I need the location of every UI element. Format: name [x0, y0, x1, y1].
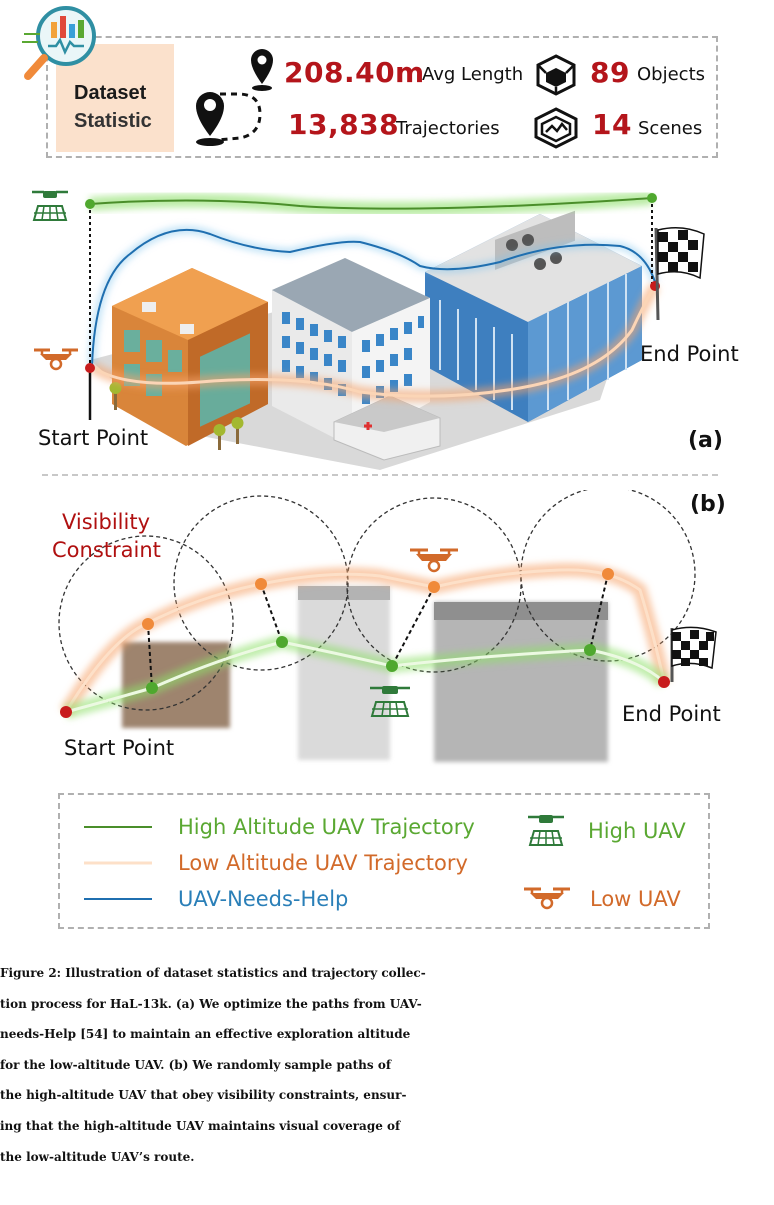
low-uav-drone-icon — [410, 548, 458, 573]
legend: High Altitude UAV Trajectory Low Altitud… — [58, 793, 710, 929]
visibility-label-line2: Constraint — [52, 538, 161, 562]
visibility-label-line1: Visibility — [62, 510, 151, 534]
dataset-statistic-card: Dataset Statistic 208.40m Avg Length 13,… — [46, 36, 718, 158]
objects-label: Objects — [637, 64, 706, 85]
caption-line: ing that the high-altitude UAV maintains… — [0, 1118, 401, 1133]
statistic-label-box: Dataset Statistic — [56, 44, 174, 152]
objects-value: 89 — [590, 56, 630, 89]
panel-a-letter: (a) — [688, 428, 723, 453]
legend-needs-help: UAV-Needs-Help — [178, 887, 349, 911]
figure-caption: Figure 2: Illustration of dataset statis… — [0, 958, 774, 1172]
high-uav-drone-icon — [32, 190, 68, 221]
checkered-flag-icon — [670, 626, 717, 682]
caption-line: for the low-altitude UAV. (b) We randoml… — [0, 1057, 392, 1072]
stat-label-line2: Statistic — [74, 110, 152, 132]
caption-line: the high-altitude UAV that obey visibili… — [0, 1088, 407, 1103]
legend-high-uav: High UAV — [588, 819, 686, 843]
legend-high-trajectory: High Altitude UAV Trajectory — [178, 815, 475, 839]
legend-swatches — [84, 823, 152, 903]
low-uav-drone-icon — [34, 348, 78, 371]
panel-a-end-label: End Point — [640, 342, 739, 366]
trajectories-label: Trajectories — [396, 118, 500, 139]
checkered-flag-icon — [654, 227, 705, 321]
caption-line: Figure 2: Illustration of dataset statis… — [0, 966, 426, 980]
route-icon — [196, 92, 262, 146]
scenes-label: Scenes — [638, 118, 703, 139]
avg-length-label: Avg Length — [422, 64, 524, 85]
caption-line: needs-Help [54] to maintain an effective… — [0, 1027, 411, 1042]
caption-line: tion process for HaL-13k. (a) We optimiz… — [0, 996, 422, 1011]
legend-low-uav: Low UAV — [590, 887, 681, 911]
stat-label-line1: Dataset — [74, 82, 147, 104]
panel-b-end-label: End Point — [622, 702, 721, 726]
caption-line: the low-altitude UAV’s route. — [0, 1149, 195, 1164]
panel-b-letter: (b) — [690, 492, 726, 517]
panel-a-illustration — [85, 191, 661, 470]
low-uav-drone-icon — [524, 887, 570, 910]
panel-b-start-label: Start Point — [64, 736, 175, 760]
high-uav-drone-icon — [370, 686, 410, 717]
avg-length-value: 208.40m — [284, 56, 425, 89]
trajectories-value: 13,838 — [288, 108, 400, 141]
legend-low-trajectory: Low Altitude UAV Trajectory — [178, 851, 468, 875]
scenes-value: 14 — [592, 108, 632, 141]
panel-a-start-label: Start Point — [38, 426, 149, 450]
panel-b-illustration — [58, 490, 696, 762]
chart-magnifier-icon — [22, 6, 96, 80]
cube-icon — [536, 54, 576, 96]
scene-box-icon — [534, 107, 578, 149]
location-pin-icon — [251, 49, 273, 91]
panel-divider — [42, 474, 718, 476]
high-uav-drone-icon — [528, 815, 564, 846]
